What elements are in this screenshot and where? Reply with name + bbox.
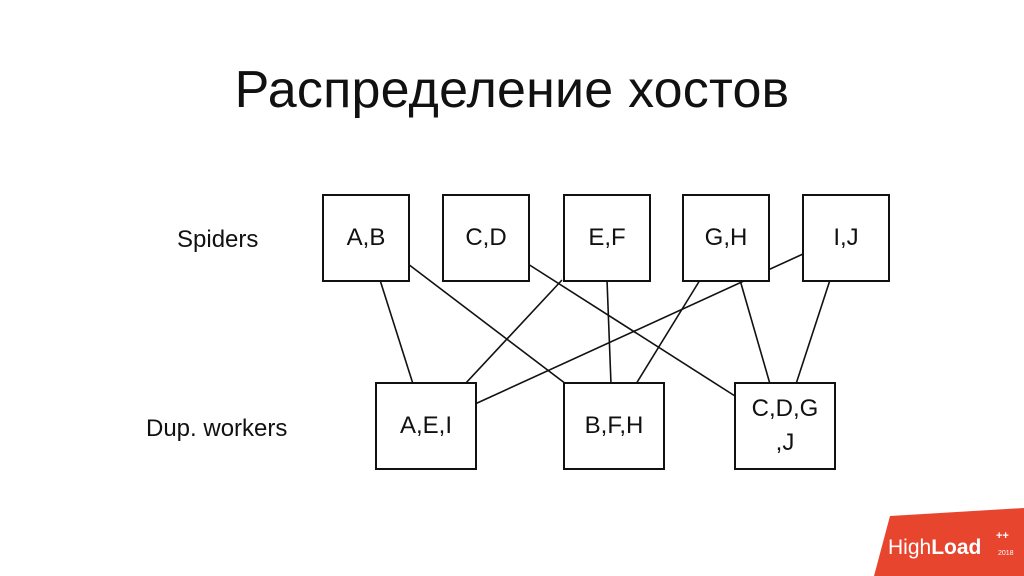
- logo-plus-mark: ++: [996, 530, 1009, 542]
- spider-node-ef: E,F: [563, 194, 651, 282]
- logo-text-light: High: [888, 536, 932, 559]
- logo-background-shape: [874, 508, 1024, 576]
- edge-ef-bfh: [606, 279, 612, 385]
- spider-node-ab: A,B: [322, 194, 410, 282]
- spider-node-cd: C,D: [442, 194, 530, 282]
- spider-node-label: C,D: [465, 224, 507, 251]
- spider-node-label: E,F: [588, 224, 626, 251]
- edge-gh-bfh: [635, 279, 701, 385]
- spider-node-gh: G,H: [682, 194, 770, 282]
- edge-ab-bfh: [407, 263, 567, 385]
- logo-year: 2018: [998, 550, 1014, 557]
- worker-node-label: B,F,H: [584, 412, 644, 439]
- spider-node-label: G,H: [704, 224, 748, 251]
- edge-ij-cdgj: [795, 279, 831, 385]
- spider-node-ij: I,J: [802, 194, 890, 282]
- worker-node-label: A,E,I: [399, 412, 453, 439]
- worker-node-label-line2: ,J: [775, 429, 795, 456]
- worker-node-label-line1: C,D,G: [751, 395, 819, 422]
- edge-cd-cdgj: [527, 263, 736, 397]
- edge-gh-cdgj: [739, 279, 771, 385]
- logo-wordmark: HighLoad: [888, 536, 981, 560]
- worker-node-aei: A,E,I: [375, 382, 477, 470]
- slide-title: Распределение хостов: [234, 61, 790, 119]
- spiders-row-label: Spiders: [177, 226, 259, 253]
- dup-workers-row-label: Dup. workers: [146, 415, 288, 442]
- edge-ef-aei: [464, 279, 563, 385]
- spider-node-label: A,B: [346, 224, 386, 251]
- highload-logo: HighLoad ++ 2018: [848, 506, 1024, 576]
- worker-node-cdgj: C,D,G ,J: [734, 382, 836, 470]
- logo-text-bold: Load: [931, 536, 982, 559]
- spider-node-label: I,J: [833, 224, 859, 251]
- worker-node-bfh: B,F,H: [563, 382, 665, 470]
- edge-ab-aei: [379, 279, 414, 385]
